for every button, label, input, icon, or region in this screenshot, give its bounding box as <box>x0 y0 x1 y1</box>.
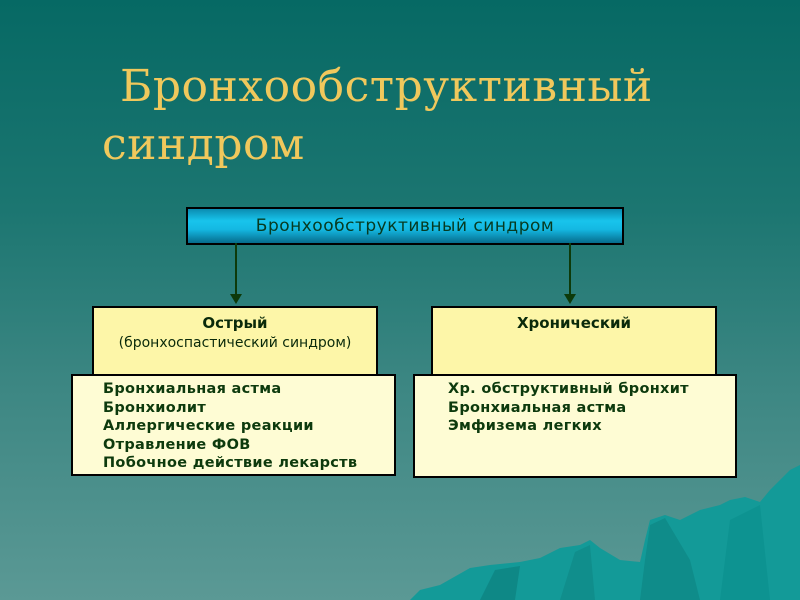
list-item: Отравление ФОВ <box>103 436 251 453</box>
branch-chronic-title: Хронический <box>516 314 632 332</box>
branch-acute-list: Бронхиальная астма Бронхиолит Аллергичес… <box>71 374 396 476</box>
root-node-label: Бронхообструктивный синдром <box>255 216 555 236</box>
slide-title-line-2: синдром <box>102 119 305 170</box>
arrow-down-icon <box>230 294 242 304</box>
list-item: Аллергические реакции <box>103 418 314 434</box>
branch-chronic-header: Хронический <box>431 306 717 382</box>
branch-acute-header: Острый (бронхоспастический синдром) <box>92 306 378 382</box>
connector-left <box>235 243 237 295</box>
list-item: Эмфизема легких <box>448 418 602 434</box>
branch-chronic-list: Хр. обструктивный бронхит Бронхиальная а… <box>413 374 737 478</box>
arrow-down-icon <box>564 294 576 304</box>
slide-title-line-1: Бронхообструктивный <box>120 61 653 112</box>
list-item: Бронхиальная астма <box>103 381 282 397</box>
branch-acute-title: Острый <box>202 314 268 332</box>
list-item: Побочное действие лекарств <box>103 455 358 471</box>
branch-acute-subtitle: (бронхоспастический синдром) <box>118 335 352 351</box>
root-node: Бронхообструктивный синдром <box>186 207 624 245</box>
list-item: Бронхиальная астма <box>448 399 627 416</box>
slide-title: Бронхообструктивный синдром <box>102 58 653 174</box>
list-item: Хр. обструктивный бронхит <box>448 381 689 397</box>
connector-right <box>569 243 571 295</box>
list-item: Бронхиолит <box>103 399 207 416</box>
